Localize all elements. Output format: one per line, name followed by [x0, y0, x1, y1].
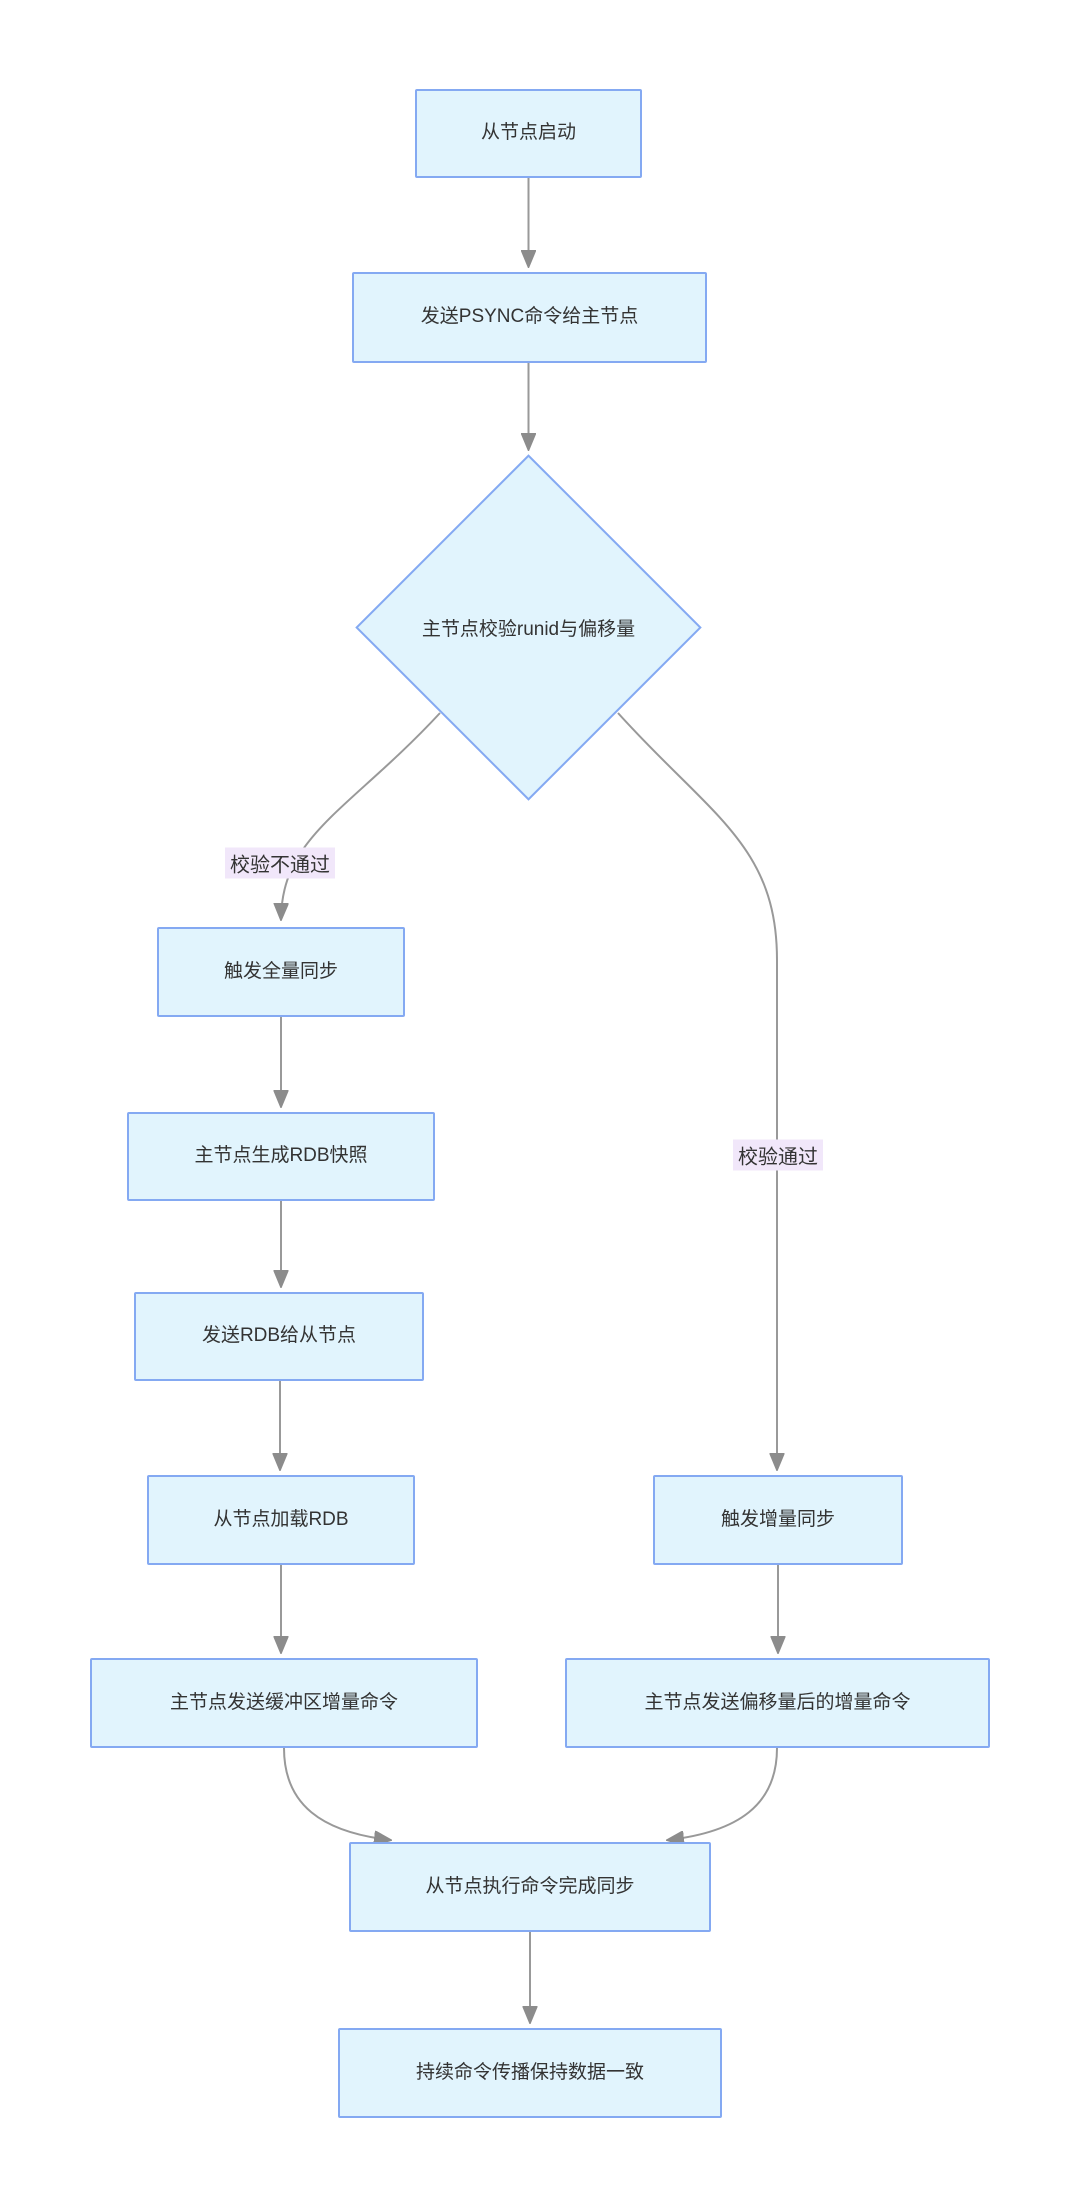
- node-slave-start: 从节点启动: [415, 89, 642, 178]
- node-check-runid-offset: 主节点校验runid与偏移量: [421, 619, 636, 640]
- edge-label-check-pass: 校验通过: [733, 1139, 823, 1171]
- node-slave-execute-commands: 从节点执行命令完成同步: [349, 1842, 711, 1932]
- node-slave-load-rdb: 从节点加载RDB: [147, 1475, 415, 1565]
- node-trigger-incremental-sync: 触发增量同步: [653, 1475, 903, 1565]
- edge-label-check-fail: 校验不通过: [225, 847, 335, 879]
- node-trigger-full-sync: 触发全量同步: [157, 927, 405, 1017]
- node-master-send-buffer-commands: 主节点发送缓冲区增量命令: [90, 1658, 478, 1748]
- edge-buffer-exec: [283, 1747, 390, 1840]
- edge-check-incr-sync: [617, 712, 777, 1469]
- node-send-psync: 发送PSYNC命令给主节点: [352, 272, 707, 363]
- node-continuous-propagation: 持续命令传播保持数据一致: [338, 2028, 722, 2118]
- node-master-generate-rdb: 主节点生成RDB快照: [127, 1112, 435, 1201]
- edge-offset-exec: [668, 1747, 778, 1840]
- node-master-send-offset-commands: 主节点发送偏移量后的增量命令: [565, 1658, 990, 1748]
- node-send-rdb-to-slave: 发送RDB给从节点: [134, 1292, 424, 1381]
